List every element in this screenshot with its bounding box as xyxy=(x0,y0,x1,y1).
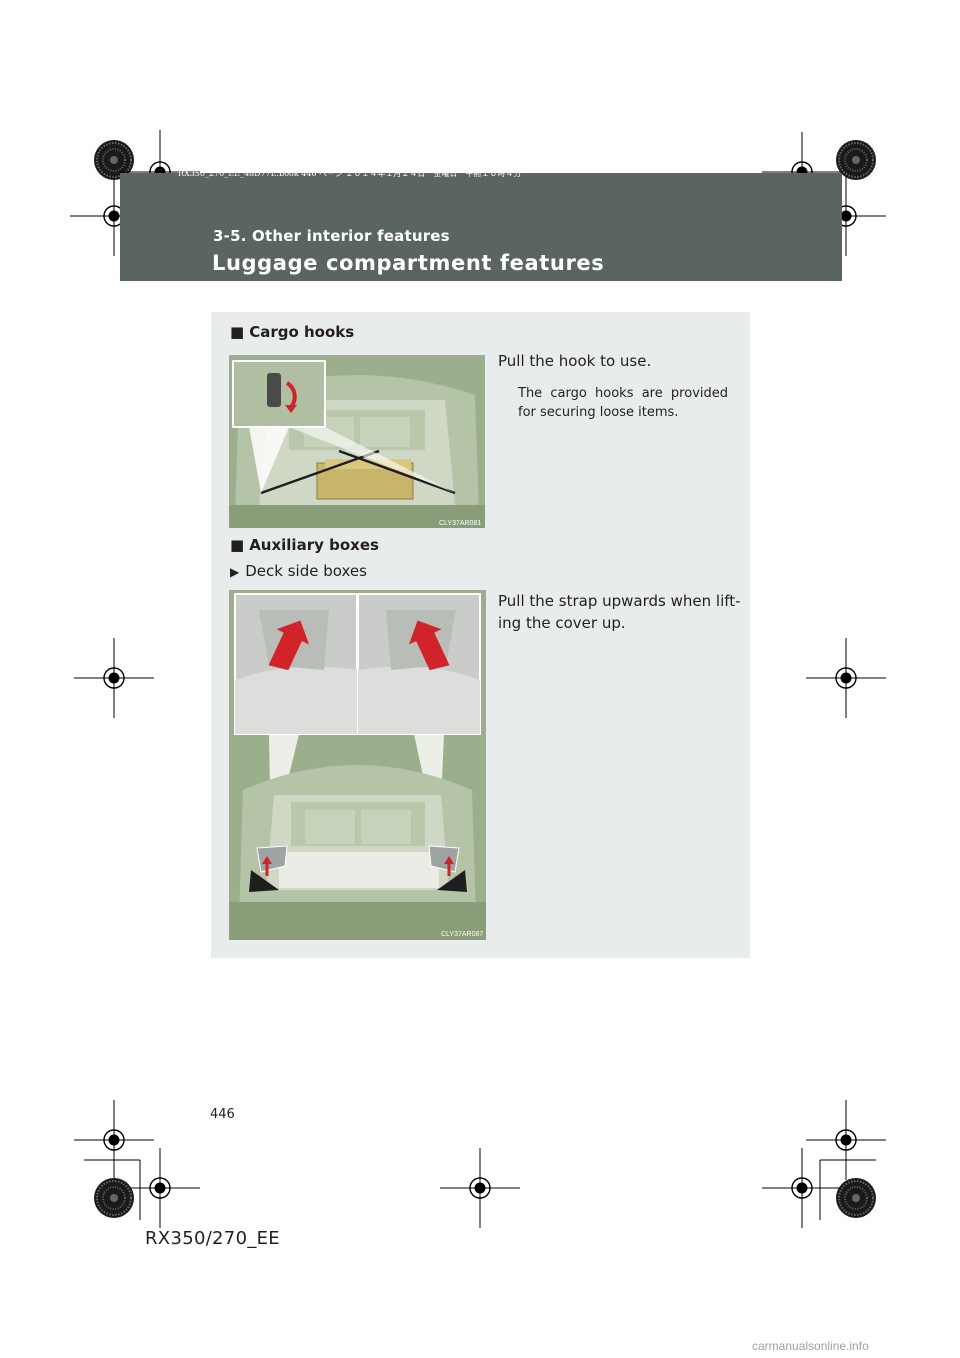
figure-code: CLY37AR081 xyxy=(439,520,481,527)
cargo-hooks-instruction: Pull the hook to use. xyxy=(498,352,652,370)
hook-arrow-icon xyxy=(285,381,297,409)
auxiliary-boxes-heading: ■Auxiliary boxes xyxy=(230,536,379,554)
deck-side-boxes-illustration: CLY37AR087 xyxy=(229,590,486,940)
section-bullet: ■ xyxy=(230,536,245,554)
header-band xyxy=(120,173,842,281)
color-bar-icon xyxy=(835,1177,877,1219)
deck-side-boxes-subheading: ▶ Deck side boxes xyxy=(230,560,367,583)
section-bullet: ■ xyxy=(230,323,245,341)
triangle-bullet-icon: ▶ xyxy=(230,565,240,579)
section-label: 3-5. Other interior features xyxy=(213,227,450,245)
page-title: Luggage compartment features xyxy=(212,251,605,275)
print-stamp: RX350_270_EE_48D77E.book 446 ページ ２０１４年１月… xyxy=(178,169,522,178)
model-code: RX350/270_EE xyxy=(145,1228,280,1249)
page-number: 446 xyxy=(210,1107,235,1122)
color-bar-icon xyxy=(93,1177,135,1219)
deck-side-boxes-text: Deck side boxes xyxy=(245,562,367,580)
up-arrow-icon xyxy=(268,620,310,671)
deck-side-boxes-instruction: Pull the strap upwards when lift-ing the… xyxy=(498,592,741,632)
auxiliary-boxes-heading-text: Auxiliary boxes xyxy=(249,536,379,554)
watermark: carmanualsonline.info xyxy=(752,1339,869,1353)
figure-code: CLY37AR087 xyxy=(441,931,483,938)
color-bar-icon xyxy=(835,139,877,181)
cargo-hooks-heading: ■Cargo hooks xyxy=(230,323,354,341)
cargo-hooks-heading-text: Cargo hooks xyxy=(249,323,355,341)
cargo-hooks-note: The cargo hooks are provided for securin… xyxy=(518,386,728,420)
cargo-hooks-illustration: CLY37AR081 xyxy=(229,355,485,528)
up-arrow-icon xyxy=(408,620,450,671)
